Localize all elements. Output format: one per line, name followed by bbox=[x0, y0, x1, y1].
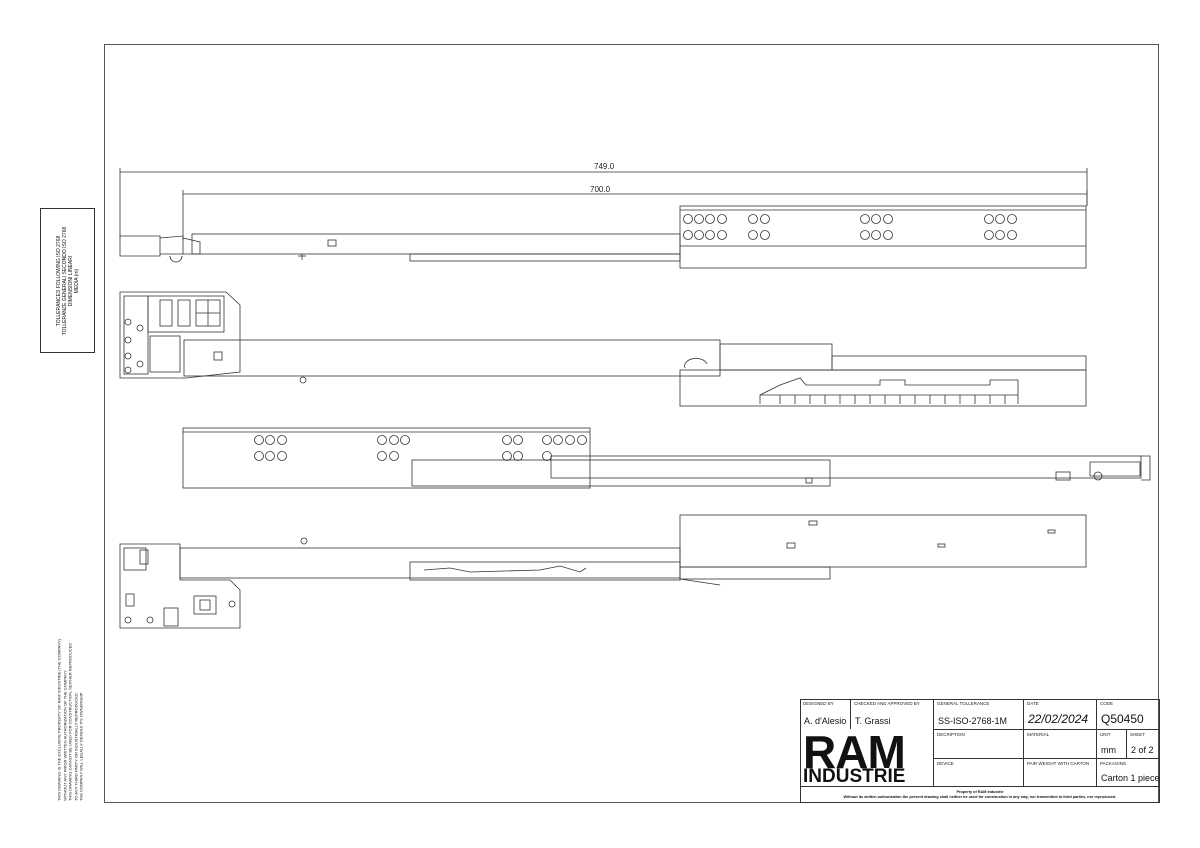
dimension-lines bbox=[119, 168, 1088, 240]
unit-value: mm bbox=[1101, 745, 1116, 755]
weight-cell: PAIR WEIGHT WITH CARTON bbox=[1023, 758, 1096, 786]
tolerance-cell: GENERAL TOLLERANCE SS-ISO-2768-1M bbox=[933, 699, 1023, 729]
notice-line: THIS DRAWING CANNOT BE USED FOR CONSTRUC… bbox=[67, 642, 73, 802]
sheet-value: 2 of 2 bbox=[1131, 745, 1154, 755]
description-cell: DECRIPTION bbox=[933, 729, 1023, 758]
tolerance-line: DIMENSIONI LINEARI bbox=[67, 255, 74, 306]
code-value: Q50450 bbox=[1101, 712, 1144, 726]
code-cell: CODE Q50450 bbox=[1096, 699, 1160, 729]
checked-by-value: T. Grassi bbox=[855, 716, 891, 726]
slide-view-3 bbox=[182, 427, 1151, 489]
tolerance-line: TOLLERANCES FOLLOWING ISO 2768 bbox=[55, 235, 62, 326]
logo-industrie: INDUSTRIE bbox=[803, 766, 906, 787]
title-block: DESIGNED BY A. d'Alesio CHECKED AND APPR… bbox=[800, 699, 1160, 803]
notice-line: THIS DRAWING IS THE EXCLUSIVE PROPERTY O… bbox=[56, 638, 62, 802]
sheet-cell: SHEET 2 of 2 bbox=[1126, 729, 1160, 758]
tolerance-value: SS-ISO-2768-1M bbox=[938, 716, 1008, 726]
designed-by-value: A. d'Alesio bbox=[804, 716, 847, 726]
hole-pattern-view-3 bbox=[254, 435, 587, 461]
notice-line: THE COMPANY WILL LEGALLY DEFEND ITS OWNE… bbox=[78, 692, 84, 802]
company-logo: RAM INDUSTRIE bbox=[801, 726, 934, 787]
tolerance-table: TOLLERANCES FOLLOWING ISO 2768 TOLLERANZ… bbox=[40, 208, 95, 353]
slide-view-2 bbox=[119, 291, 1087, 407]
drawing-sheet-border bbox=[104, 44, 1159, 803]
overall-length-dimension: 749.0 bbox=[594, 162, 615, 171]
tolerance-line: TOLLERANZE GENERALI SECONDO ISO 2768 bbox=[61, 226, 68, 335]
slide-view-1 bbox=[119, 205, 1087, 269]
inner-length-dimension: 700.0 bbox=[590, 185, 611, 194]
date-value: 22/02/2024 bbox=[1028, 712, 1089, 726]
packaging-value: Carton 1 piece bbox=[1101, 773, 1160, 783]
ownership-notice: THIS DRAWING IS THE EXCLUSIVE PROPERTY O… bbox=[40, 630, 100, 810]
packaging-cell: PACKAGING Carton 1 piece bbox=[1096, 758, 1160, 786]
checked-by-cell: CHECKED AND APPROVED BY T. Grassi bbox=[850, 699, 933, 729]
slide-view-4 bbox=[119, 514, 1087, 629]
tolerance-line: MEDIA (m) bbox=[73, 268, 80, 293]
date-cell: DATE 22/02/2024 bbox=[1023, 699, 1096, 729]
unit-cell: UNIT mm bbox=[1096, 729, 1126, 758]
device-cell: DEVICE bbox=[933, 758, 1023, 786]
logo-ram: RAM bbox=[803, 726, 906, 778]
property-notice: Property of RAM Industrie Without its wr… bbox=[801, 786, 1159, 804]
material-cell: MATERIAL bbox=[1023, 729, 1096, 758]
designed-by-cell: DESIGNED BY A. d'Alesio bbox=[803, 701, 847, 726]
hole-pattern-view-1 bbox=[683, 214, 1017, 240]
